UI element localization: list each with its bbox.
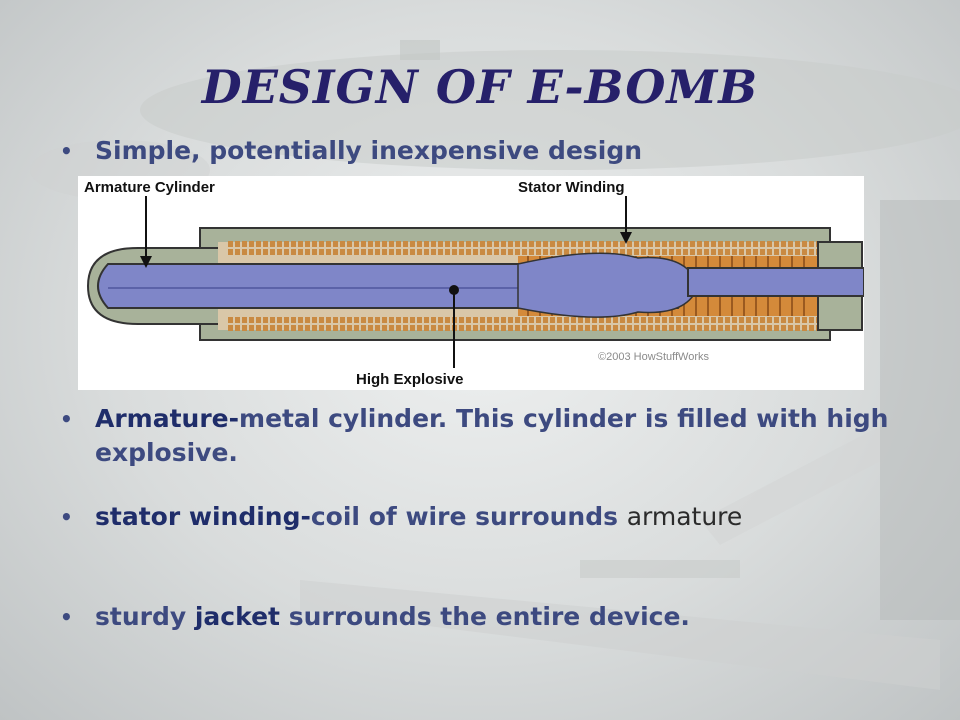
slide-title: DESIGN OF E-BOMB <box>201 60 759 114</box>
bullet-tail: armature <box>626 502 743 531</box>
bullet-lead: sturdy <box>95 602 195 631</box>
bullet-text: Armature-metal cylinder. This cylinder i… <box>95 402 920 470</box>
explosive-expansion <box>517 252 699 318</box>
label-armature-cylinder: Armature Cylinder <box>84 179 215 196</box>
bullet-text: Simple, potentially inexpensive design <box>95 136 643 165</box>
bullet-text: sturdy jacket surrounds the entire devic… <box>95 600 920 634</box>
bullet-keyword: Armature- <box>95 404 240 433</box>
bullet-dot: • <box>60 139 73 163</box>
ebomb-diagram: Armature Cylinder Stator Winding High Ex… <box>78 176 864 390</box>
label-stator-winding: Stator Winding <box>518 179 625 196</box>
bullet-rest: coil of wire surrounds <box>310 502 627 531</box>
bullet-dot: • <box>60 605 73 629</box>
winding-coil-top <box>228 241 818 255</box>
bullet-rest: surrounds the entire device. <box>279 602 690 631</box>
bullet-keyword: jacket <box>194 602 280 631</box>
diagram-copyright: ©2003 HowStuffWorks <box>598 351 710 363</box>
label-high-explosive: High Explosive <box>356 371 464 388</box>
bullet-rest: metal cylinder. This cylinder is filled … <box>95 404 889 467</box>
bullet-dot: • <box>60 505 73 529</box>
bullet-keyword: stator winding- <box>95 502 311 531</box>
bullet-dot: • <box>60 407 73 431</box>
armature-rear-rod <box>687 267 864 297</box>
bullet-text: stator winding-coil of wire surrounds ar… <box>95 500 920 534</box>
winding-coil-bottom <box>228 317 818 331</box>
